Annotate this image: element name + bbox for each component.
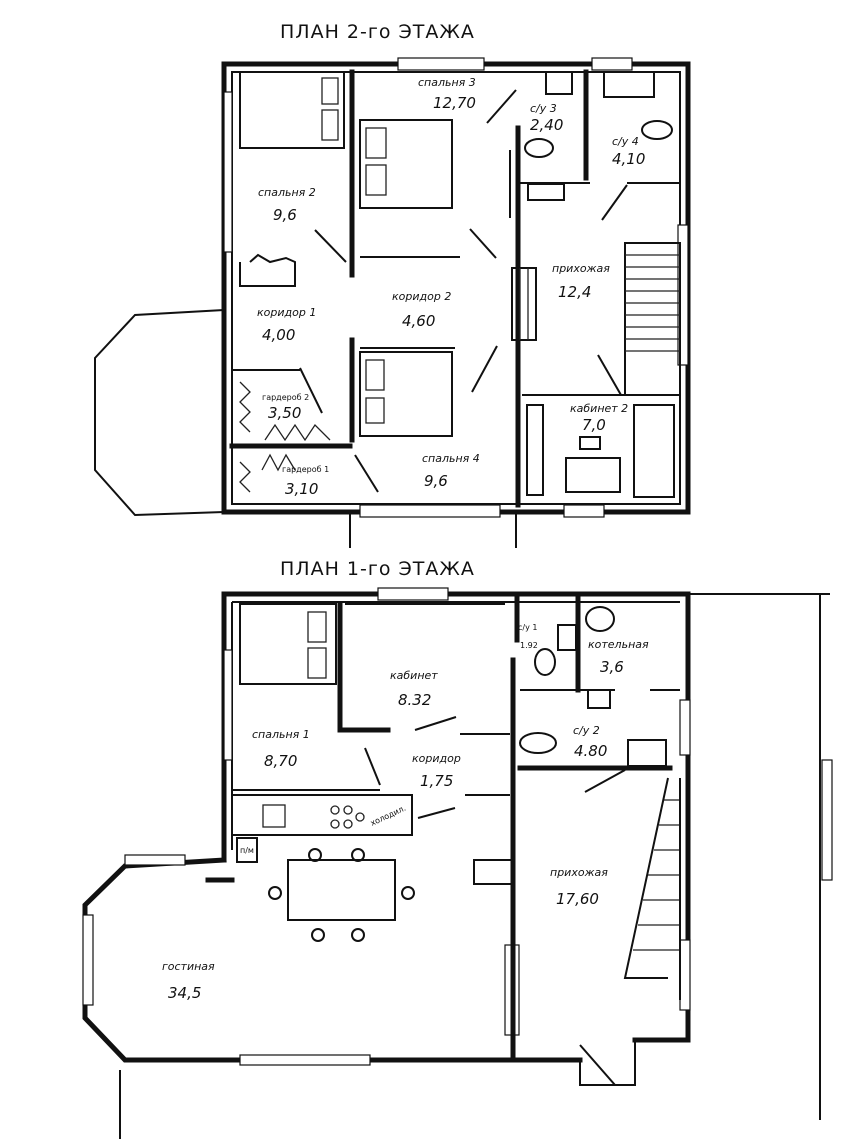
room-area: 9,6: [424, 472, 448, 490]
door-swings: [299, 89, 628, 493]
entrance-vestibule: [579, 1040, 636, 1086]
room-area: 4,60: [402, 312, 435, 330]
room-area: 4.80: [574, 742, 607, 760]
room-area: 17,60: [556, 890, 599, 908]
room-name: спальня 3: [418, 76, 476, 89]
room-name: кабинет 2: [570, 402, 628, 415]
floor-1-room-labels: кабинет 8.32 с/у 1 1.92 котельная 3,6 сп…: [162, 623, 649, 1002]
stairs: [511, 242, 681, 396]
room-name: гостиная: [162, 960, 215, 973]
floor-1-plan: ПЛАН 1-го ЭТАЖА: [82, 558, 833, 1139]
window: [679, 699, 691, 756]
room-area: 7,0: [582, 416, 606, 434]
window: [563, 504, 605, 518]
room-area: 3,50: [268, 404, 301, 422]
window: [124, 854, 186, 866]
window: [223, 649, 233, 761]
room-area: 12,4: [558, 283, 591, 301]
room-name: с/у 4: [612, 135, 639, 148]
window: [239, 1054, 371, 1066]
room-name: котельная: [588, 638, 649, 651]
room-name: спальня 4: [422, 452, 480, 465]
window: [821, 759, 833, 881]
window: [82, 914, 94, 1006]
room-name: спальня 1: [252, 728, 310, 741]
floor-2-title: ПЛАН 2-го ЭТАЖА: [280, 21, 475, 43]
room-name: прихожая: [552, 262, 610, 275]
floor-2-room-labels: спальня 3 12,70 с/у 3 2,40 с/у 4 4,10 сп…: [257, 76, 645, 498]
fridge-label: холодил.: [369, 804, 407, 828]
partition: [473, 859, 515, 885]
window: [377, 587, 449, 601]
room-area: 9,6: [273, 206, 297, 224]
window: [679, 939, 691, 1011]
room-area: 8.32: [398, 691, 431, 709]
room-name: с/у 2: [573, 724, 600, 737]
room-name: прихожая: [550, 866, 608, 879]
room-name: гардероб 2: [262, 393, 309, 402]
room-name: коридор 2: [392, 290, 451, 303]
room-name: спальня 2: [258, 186, 316, 199]
window: [677, 224, 689, 366]
room-name: коридор: [412, 752, 461, 765]
room-name: с/у 1: [518, 623, 537, 632]
window: [359, 504, 501, 518]
room-name: с/у 3: [530, 102, 557, 115]
window: [591, 57, 633, 71]
window: [397, 57, 485, 71]
room-area: 1.92: [520, 641, 538, 650]
room-area: 3,10: [285, 480, 318, 498]
window: [223, 91, 233, 253]
room-area: 3,6: [600, 658, 624, 676]
floor-2-plan: ПЛАН 2-го ЭТАЖА: [94, 21, 691, 548]
floor-2-bay: [94, 309, 225, 517]
dishwasher-label: п/м: [240, 846, 254, 855]
room-area: 4,10: [612, 150, 645, 168]
wall: [337, 601, 391, 733]
room-area: 34,5: [168, 984, 201, 1002]
dining-table: [287, 859, 396, 921]
room-area: 1,75: [420, 772, 453, 790]
kitchen-counter: [231, 794, 413, 836]
room-name: гардероб 1: [282, 465, 329, 474]
room-name: кабинет: [390, 669, 438, 682]
room-area: 4,00: [262, 326, 295, 344]
door-swings: [364, 716, 626, 819]
room-area: 12,70: [433, 94, 476, 112]
sink-icon: [262, 804, 286, 828]
stairs: [623, 777, 681, 1000]
room-name: коридор 1: [257, 306, 316, 319]
entrance-door: [579, 1044, 616, 1086]
room-area: 2,40: [530, 116, 563, 134]
room-area: 8,70: [264, 752, 297, 770]
furniture: [239, 71, 675, 498]
floor-1-title: ПЛАН 1-го ЭТАЖА: [280, 558, 475, 580]
